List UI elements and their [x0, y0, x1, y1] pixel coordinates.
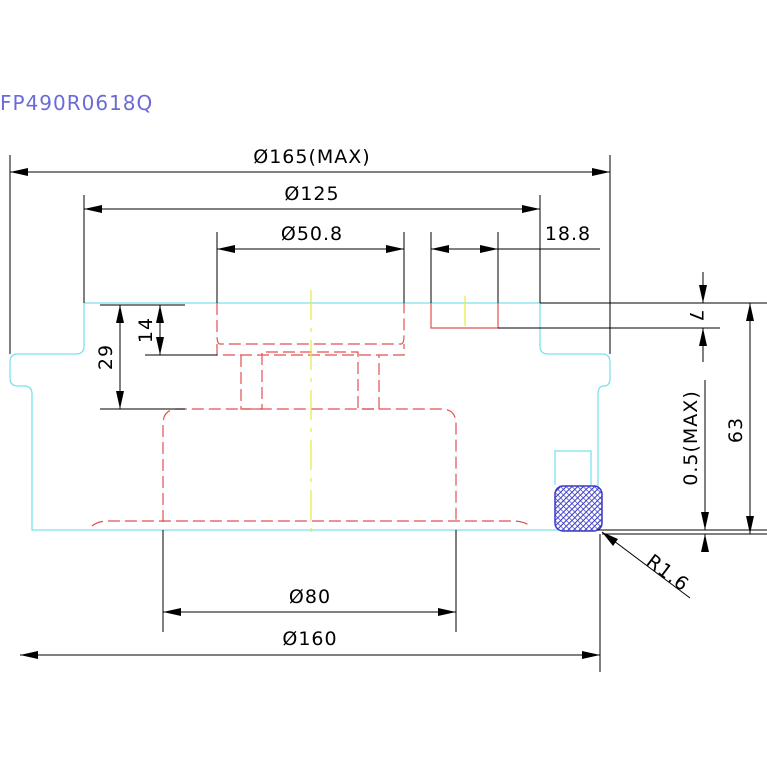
- dim-height-63: 63: [725, 417, 747, 443]
- center-lines: [310, 290, 466, 540]
- dimension-lines: [9, 155, 767, 672]
- arrowheads: [10, 168, 754, 659]
- part-outline: [9, 302, 611, 531]
- part-number: FP490R0618Q: [0, 91, 153, 115]
- dim-slot-18-8: 18.8: [545, 223, 591, 245]
- dim-diameter-80: Ø80: [289, 586, 331, 608]
- dim-radius-1-6: R1.6: [642, 550, 693, 596]
- dim-diameter-165: Ø165(MAX): [253, 146, 370, 168]
- dim-diameter-50-8: Ø50.8: [281, 223, 343, 245]
- dim-height-7: 7: [685, 309, 707, 322]
- dim-diameter-160: Ø160: [282, 628, 337, 650]
- dim-depth-29: 29: [95, 344, 117, 370]
- dim-depth-14: 14: [135, 317, 157, 343]
- dim-flatness-0-5-max: 0.5(MAX): [680, 390, 702, 485]
- dim-diameter-125: Ø125: [284, 183, 339, 205]
